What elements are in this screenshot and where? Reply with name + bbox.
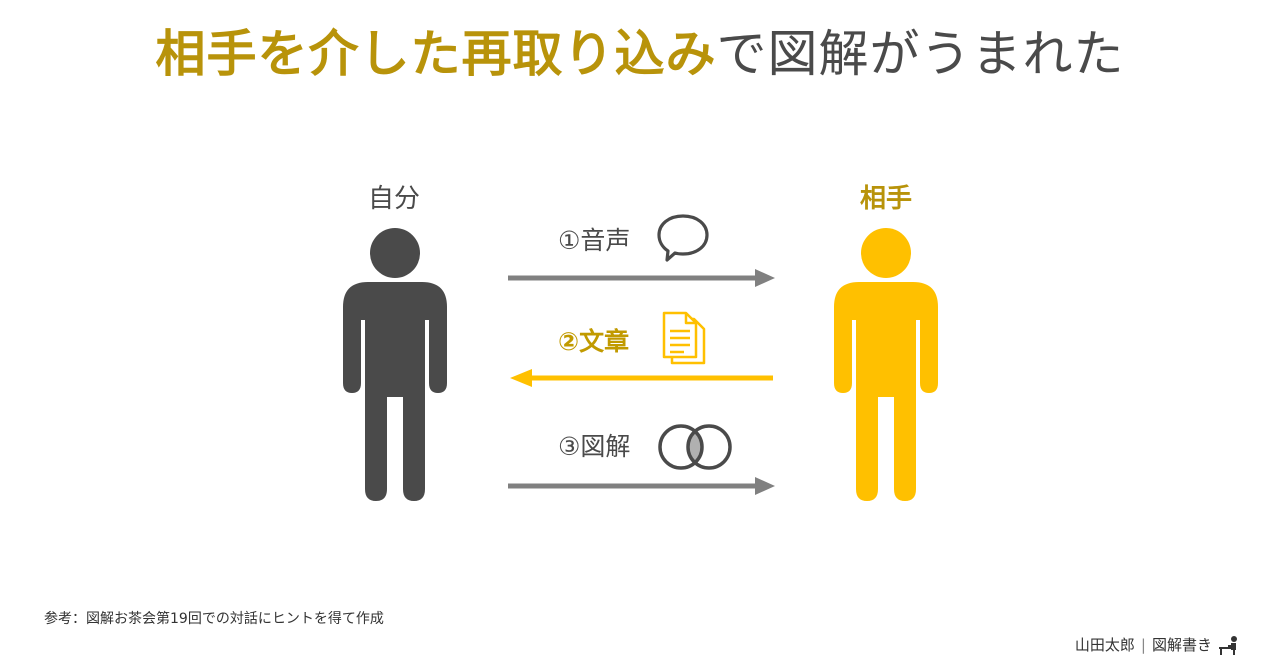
venn-circles-icon [658,424,732,470]
speech-bubble-icon [657,214,709,262]
page-title: 相手を介した再取り込みで図解がうまれた [0,14,1280,86]
title-highlight: 相手を介した再取り込み [155,25,717,83]
author-credit: 山田太郎 | 図解書き [1075,634,1240,655]
brand-name: 図解書き [1151,636,1212,654]
arrow-voice [508,269,775,287]
reference-note: 参考：図解お茶会第19回での対話にヒントを得て作成 [44,611,384,627]
arrow-text [510,369,773,387]
title-rest: で図解がうまれた [716,25,1125,83]
arrow-diagram [508,477,775,495]
self-person-icon [343,228,447,501]
self-label: 自分 [367,184,420,214]
document-icon [662,311,706,365]
step3-label: ③図解 [558,432,631,461]
person-at-desk-icon [1219,635,1237,655]
other-person-icon [834,228,938,501]
step2-label: ②文章 [558,327,630,356]
separator: | [1140,635,1146,654]
other-label: 相手 [859,184,912,214]
step1-label: ①音声 [558,226,631,255]
author-name: 山田太郎 [1074,636,1135,654]
